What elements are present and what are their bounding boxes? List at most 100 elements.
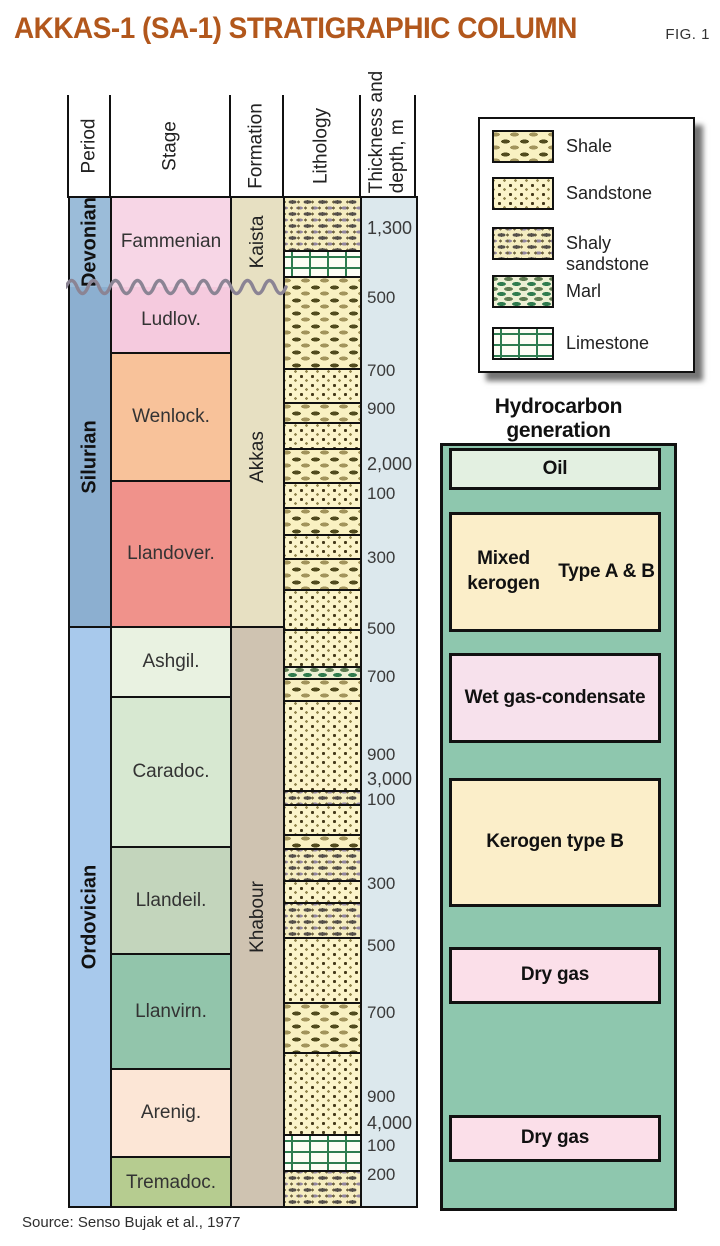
lithology-band — [285, 629, 360, 666]
column-header-label: Lithology — [310, 107, 332, 185]
hydrocarbon-zone: Dry gas — [449, 1115, 661, 1162]
period-segment — [70, 626, 110, 1206]
header-separator-line — [414, 95, 416, 198]
lithology-band — [285, 1052, 360, 1134]
lithology-band — [285, 507, 360, 534]
lithology-band — [285, 1002, 360, 1052]
stage-label: Caradoc. — [132, 761, 210, 782]
depth-label: 3,000 — [367, 769, 413, 789]
lithology-band — [285, 276, 360, 368]
formation-label: Akkas — [246, 430, 268, 483]
lithology-band — [285, 666, 360, 678]
header-separator-line — [109, 95, 111, 198]
hydrocarbon-zone: Wet gas-condensate — [449, 653, 661, 743]
stage-label: Llanvirn. — [135, 1000, 207, 1022]
depth-label: 500 — [367, 288, 396, 307]
period-label: Devonian — [78, 196, 101, 287]
header-separator-line — [229, 95, 231, 198]
source-note: Source: Senso Bujak et al., 1977 — [22, 1214, 241, 1231]
depth-label: 500 — [367, 619, 396, 638]
stage-label: Ashgil. — [142, 651, 200, 672]
formation-segment — [232, 198, 283, 287]
legend-label: Sandstone — [566, 183, 653, 203]
depth-label: 700 — [367, 1003, 396, 1022]
hydrocarbon-zone: Dry gas — [449, 947, 661, 1004]
stage-label: Wenlock. — [132, 406, 210, 427]
hydrocarbon-title: Hydrocarbon generation — [494, 395, 623, 442]
depth-label: 100 — [367, 1136, 396, 1155]
legend-swatch-shaly-sandstone — [492, 227, 554, 260]
period-segment — [70, 287, 110, 626]
stage-label: Arenig. — [140, 1102, 202, 1123]
header-separator-line — [67, 95, 69, 198]
stage-segment: Fammenian — [112, 198, 230, 287]
depth-label: 4,000 — [367, 1113, 413, 1133]
formation-label: Khabour — [246, 881, 268, 953]
lithology-band — [285, 558, 360, 589]
formation-label: Kaista — [246, 215, 268, 268]
period-segment — [70, 198, 110, 287]
hydrocarbon-zone: Kerogen type B — [449, 778, 661, 907]
lithology-band — [285, 902, 360, 937]
depth-label: 500 — [367, 936, 396, 955]
depth-label: 200 — [367, 1165, 396, 1184]
depth-label: 2,000 — [367, 454, 413, 474]
lithology-band — [285, 448, 360, 482]
depth-label: 900 — [367, 399, 396, 418]
stage-segment: Ashgil. — [112, 626, 230, 696]
header-separator-line — [359, 95, 361, 198]
lithology-band — [285, 589, 360, 629]
stage-segment: Arenig. — [112, 1068, 230, 1156]
stage-label: Llandeil. — [135, 889, 207, 911]
legend-swatch-shale — [492, 130, 554, 163]
lithology-band — [285, 700, 360, 790]
figure-title: AKKAS-1 (SA-1) STRATIGRAPHIC COLUMN — [14, 12, 577, 45]
legend-label: Shale — [566, 136, 613, 156]
stage-label: Ludlov. — [141, 308, 201, 330]
lithology-band — [285, 1170, 360, 1206]
legend-swatch-sandstone — [492, 177, 554, 210]
lithology-band — [285, 880, 360, 902]
period-label: Silurian — [78, 419, 101, 494]
legend-label: Marl — [566, 281, 601, 301]
depth-label: 1,300 — [367, 218, 413, 238]
fig-label: FIG. 1 — [665, 26, 710, 43]
depth-label: 900 — [367, 745, 396, 764]
depth-label: 100 — [367, 790, 396, 809]
stage-segment: Tremadoc. — [112, 1156, 230, 1206]
legend-swatch-limestone — [492, 327, 554, 360]
lithology-band — [285, 402, 360, 422]
formation-segment — [232, 287, 283, 626]
stage-label: Llandover. — [127, 543, 215, 564]
depth-label: 700 — [367, 361, 396, 380]
stage-segment: Llandeil. — [112, 846, 230, 953]
lithology-band — [285, 790, 360, 804]
lithology-band — [285, 534, 360, 558]
lithology-band — [285, 250, 360, 276]
depth-label: 300 — [367, 874, 396, 893]
lithology-band — [285, 482, 360, 507]
depth-label: 700 — [367, 667, 396, 686]
lithology-band — [285, 678, 360, 700]
formation-segment — [232, 626, 283, 1206]
lithology-band — [285, 834, 360, 848]
stage-segment: Caradoc. — [112, 696, 230, 846]
stage-segment: Llanvirn. — [112, 953, 230, 1068]
depth-label: 300 — [367, 548, 396, 567]
lithology-band — [285, 1134, 360, 1170]
stage-label: Fammenian — [120, 230, 222, 252]
stage-label: Tremadoc. — [125, 1172, 217, 1193]
legend-swatch-marl — [492, 275, 554, 308]
depth-label: 100 — [367, 484, 396, 503]
legend-label: Limestone — [566, 333, 650, 353]
lithology-column — [283, 196, 362, 1208]
header-separator-line — [282, 95, 284, 198]
period-label: Ordovician — [78, 864, 101, 970]
